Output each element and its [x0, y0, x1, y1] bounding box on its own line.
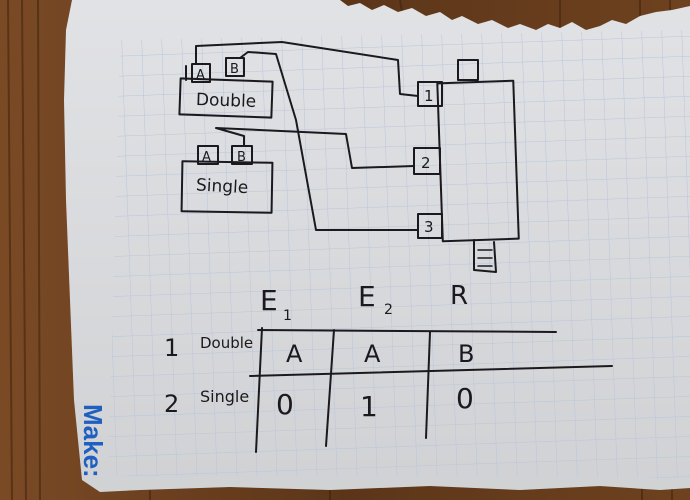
- component-top-tab: [457, 59, 479, 81]
- single-pin-b-label: B: [237, 150, 246, 165]
- double-device: [178, 57, 274, 119]
- double-device-label: Double: [196, 90, 257, 112]
- circuit-sketch: [178, 41, 520, 273]
- single-device: [180, 145, 274, 214]
- table-divider-1: [325, 329, 335, 447]
- row-1-cell-e1: A: [286, 340, 303, 368]
- row-1-name: Double: [200, 334, 253, 352]
- row-2-index: 2: [164, 390, 179, 418]
- row-2-name: Single: [200, 387, 249, 406]
- connector-pin-1-box: [417, 81, 443, 107]
- connector-pin-3-label: 3: [424, 218, 434, 236]
- table-middle-line: [249, 365, 613, 377]
- row-1-index: 1: [164, 334, 179, 362]
- table-header-e1-subscript: 1: [283, 308, 292, 324]
- table-header-e1: E: [260, 284, 278, 317]
- double-pin-a-label: A: [196, 68, 205, 83]
- component-shaft: [473, 239, 497, 273]
- row-2-cell-e2: 1: [360, 390, 378, 423]
- double-pin-b-box: [225, 57, 245, 77]
- connector-pin-2-box: [413, 147, 441, 175]
- table-header-r: R: [450, 281, 468, 311]
- sketch-labels: Double Single A B A B 1 2 3: [195, 62, 433, 236]
- row-2-cell-e1: 0: [276, 388, 294, 421]
- double-pin-a-box: [191, 63, 211, 83]
- double-pin-b-label: B: [230, 62, 239, 77]
- connector-pin-1-label: 1: [424, 87, 434, 105]
- grid-paper: [108, 30, 690, 478]
- table-header-e2-subscript: 2: [384, 302, 393, 318]
- row-1-cell-e2: A: [364, 340, 381, 368]
- wire-single-b-to-2: [215, 127, 415, 169]
- single-device-label: Single: [195, 175, 248, 198]
- table-divider-2: [425, 331, 431, 439]
- table-top-line: [257, 329, 557, 333]
- single-pin-b-box: [231, 145, 253, 165]
- connector-pin-2-label: 2: [421, 154, 431, 172]
- make-watermark: Make:: [78, 404, 108, 478]
- table-left-line: [255, 327, 263, 453]
- single-pin-a-label: A: [202, 150, 211, 165]
- table-header-e2: E: [358, 280, 376, 313]
- table-grid-lines: [249, 327, 613, 453]
- truth-table: E 1 E 2 R 1 Double A A B 2 Single 0 1 0: [164, 280, 613, 453]
- row-2-cell-r: 0: [456, 382, 474, 415]
- row-1-cell-r: B: [458, 340, 474, 368]
- wire-double-b-to-3: [239, 51, 419, 231]
- single-pin-a-box: [197, 145, 219, 165]
- connector-pin-3-box: [417, 213, 443, 239]
- wire-double-a-to-1: [195, 41, 419, 97]
